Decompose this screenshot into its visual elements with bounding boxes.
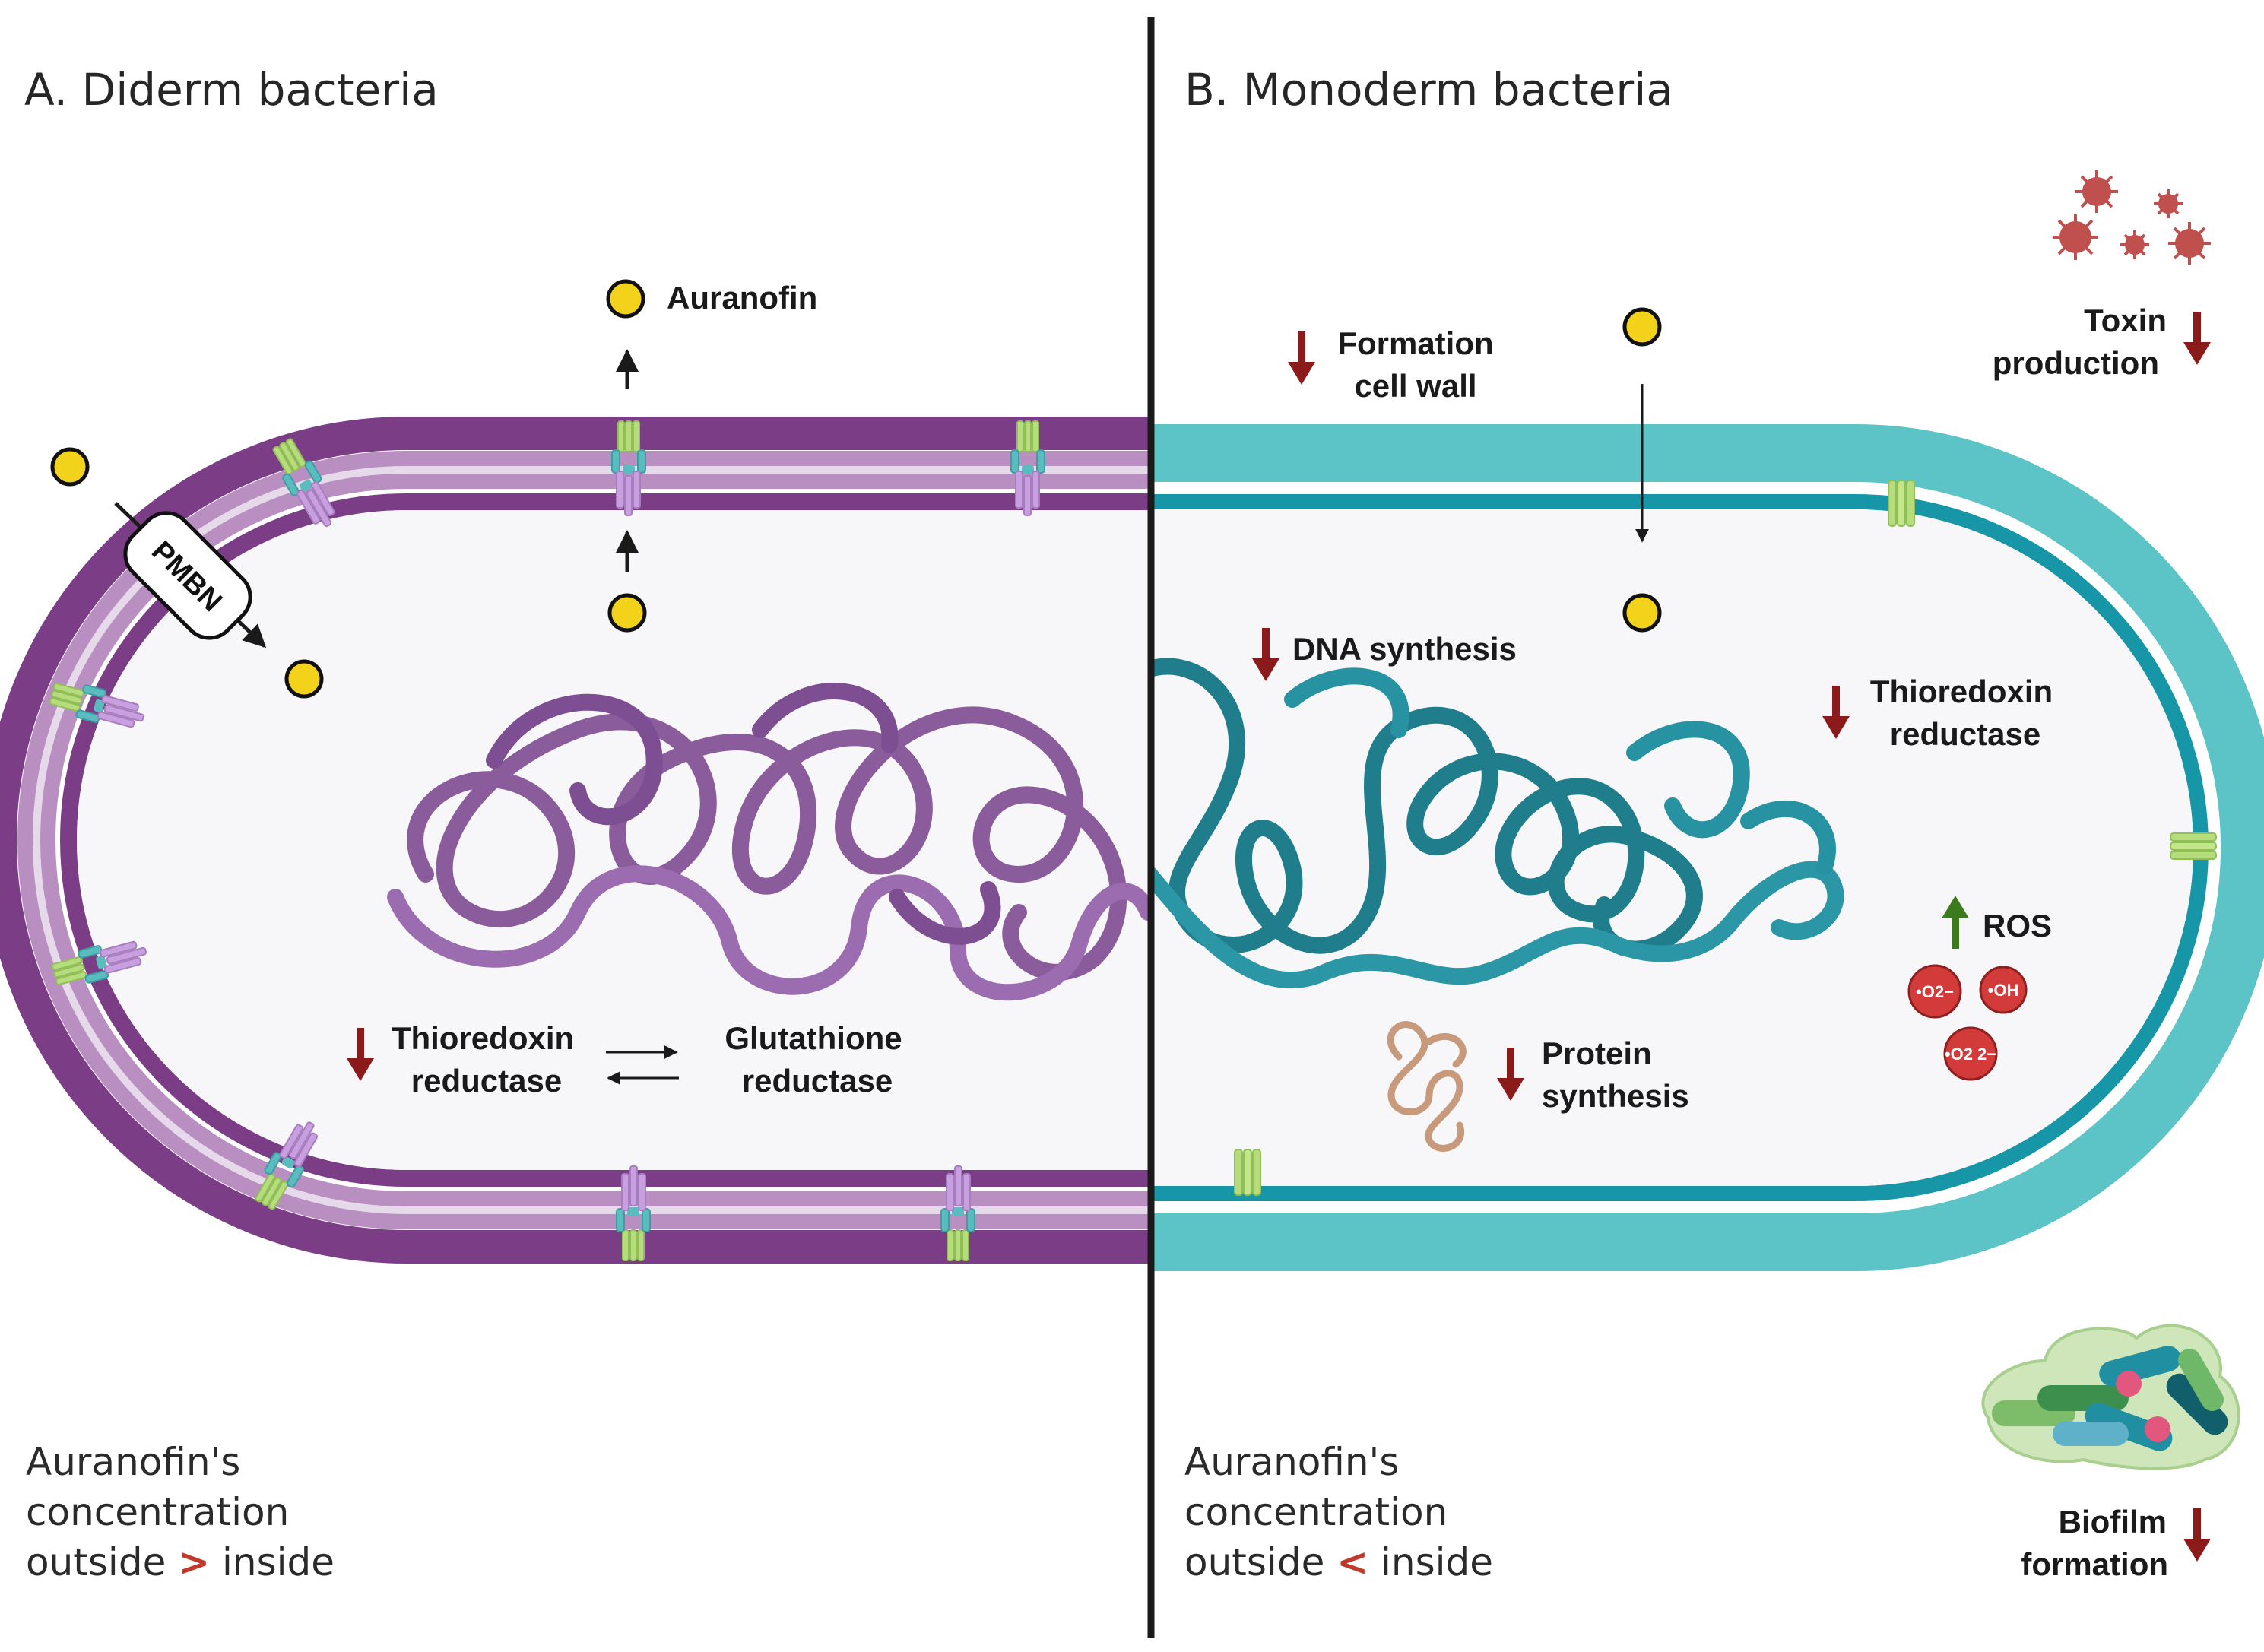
channel-icon — [1234, 1149, 1261, 1196]
auranofin-molecule-icon — [1622, 593, 1662, 633]
biofilm-label-line2: formation — [2021, 1546, 2168, 1582]
dna-nucleoid-icon — [387, 683, 1149, 1001]
concentration-relation: > — [178, 1540, 210, 1584]
peroxide-icon: •O2 2− — [1943, 1026, 1998, 1081]
channel-icon — [2170, 832, 2217, 860]
decrease-arrow-icon — [347, 1028, 374, 1081]
decrease-arrow-icon — [2183, 1508, 2211, 1562]
auranofin-molecule-icon — [607, 593, 647, 633]
thioredoxin-annotation: Thioredoxin reductase — [1822, 674, 2053, 752]
auranofin-molecule-icon — [50, 447, 90, 487]
panel-a-title: A. Diderm bacteria — [24, 64, 439, 116]
glutathione-label-line2: reductase — [742, 1063, 893, 1099]
ros-annotation: ROS •O2− •OH •O2 2− — [1907, 896, 2052, 1081]
protein-synthesis-label-line2: synthesis — [1542, 1078, 1689, 1114]
concentration-line2: concentration — [26, 1490, 289, 1534]
toxin-icon — [2053, 170, 2211, 265]
diderm-inner-membrane — [60, 493, 1148, 1187]
cell-wall-label-line2: cell wall — [1354, 368, 1476, 404]
thioredoxin-label-line1: Thioredoxin — [392, 1020, 574, 1056]
panel-b-title: B. Monoderm bacteria — [1184, 64, 1673, 116]
toxin-label-line1: Toxin — [2084, 303, 2167, 338]
monoderm-cell-wall — [1149, 424, 2264, 1271]
svg-text:•OH: •OH — [1988, 981, 2019, 1000]
protein-synthesis-label-line1: Protein — [1542, 1035, 1652, 1071]
concentration-note-b: Auranofin's concentration outside < insi… — [1184, 1440, 1493, 1584]
increase-arrow-icon — [1942, 896, 1969, 949]
toxin-label-line2: production — [1993, 345, 2159, 381]
channel-icon — [1888, 480, 1915, 527]
auranofin-legend: Auranofin — [606, 279, 817, 319]
concentration-line3: outside < inside — [1184, 1540, 1493, 1584]
concentration-note-a: Auranofin's concentration outside > insi… — [26, 1440, 335, 1584]
ros-label: ROS — [1983, 908, 2052, 943]
thioredoxin-label-line2: reductase — [411, 1063, 562, 1099]
protein-icon — [1387, 1021, 1465, 1152]
concentration-relation: < — [1337, 1540, 1368, 1584]
auranofin-molecule-icon — [1622, 307, 1662, 347]
concentration-line1: Auranofin's — [26, 1440, 240, 1484]
protein-synthesis-annotation: Protein synthesis — [1387, 1021, 1689, 1152]
thioredoxin-glutathione-equilibrium: Thioredoxin reductase Glutathione reduct… — [347, 1020, 902, 1099]
concentration-line2: concentration — [1184, 1490, 1448, 1534]
auranofin-molecule-icon — [284, 659, 324, 699]
decrease-arrow-icon — [2183, 312, 2211, 365]
svg-text:•O2−: •O2− — [1916, 982, 1954, 1001]
cell-wall-label-line1: Formation — [1337, 325, 1493, 361]
monoderm-cell — [1149, 424, 2264, 1271]
thioredoxin-b-label-line2: reductase — [1890, 716, 2040, 752]
diderm-outer-membrane — [0, 417, 1148, 1264]
svg-text:•O2 2−: •O2 2− — [1945, 1045, 1996, 1064]
cell-wall-annotation: Formation cell wall — [1288, 325, 1494, 404]
diderm-peptidoglycan-line — [33, 466, 1148, 1214]
concentration-line3: outside > inside — [26, 1540, 335, 1584]
thioredoxin-b-label-line1: Thioredoxin — [1870, 674, 2053, 709]
decrease-arrow-icon — [1288, 331, 1315, 385]
biofilm-annotation: Biofilm formation — [2021, 1504, 2211, 1582]
hydroxyl-radical-icon: •OH — [1979, 966, 2028, 1014]
concentration-line1: Auranofin's — [1184, 1440, 1399, 1484]
toxin-annotation: Toxin production — [1993, 303, 2211, 381]
dna-synthesis-label: DNA synthesis — [1292, 631, 1517, 667]
biofilm-icon — [1981, 1324, 2240, 1470]
glutathione-label-line1: Glutathione — [725, 1020, 902, 1056]
dna-nucleoid-icon — [1149, 658, 1844, 989]
diderm-cell — [0, 417, 1149, 1264]
superoxide-icon: •O2− — [1907, 964, 1962, 1019]
auranofin-label: Auranofin — [667, 280, 817, 315]
auranofin-molecule-icon — [606, 279, 645, 319]
biofilm-label-line1: Biofilm — [2059, 1504, 2167, 1539]
decrease-arrow-icon — [1822, 686, 1850, 739]
decrease-arrow-icon — [1252, 628, 1279, 681]
decrease-arrow-icon — [1497, 1048, 1524, 1101]
dna-synthesis-annotation: DNA synthesis — [1252, 628, 1517, 681]
